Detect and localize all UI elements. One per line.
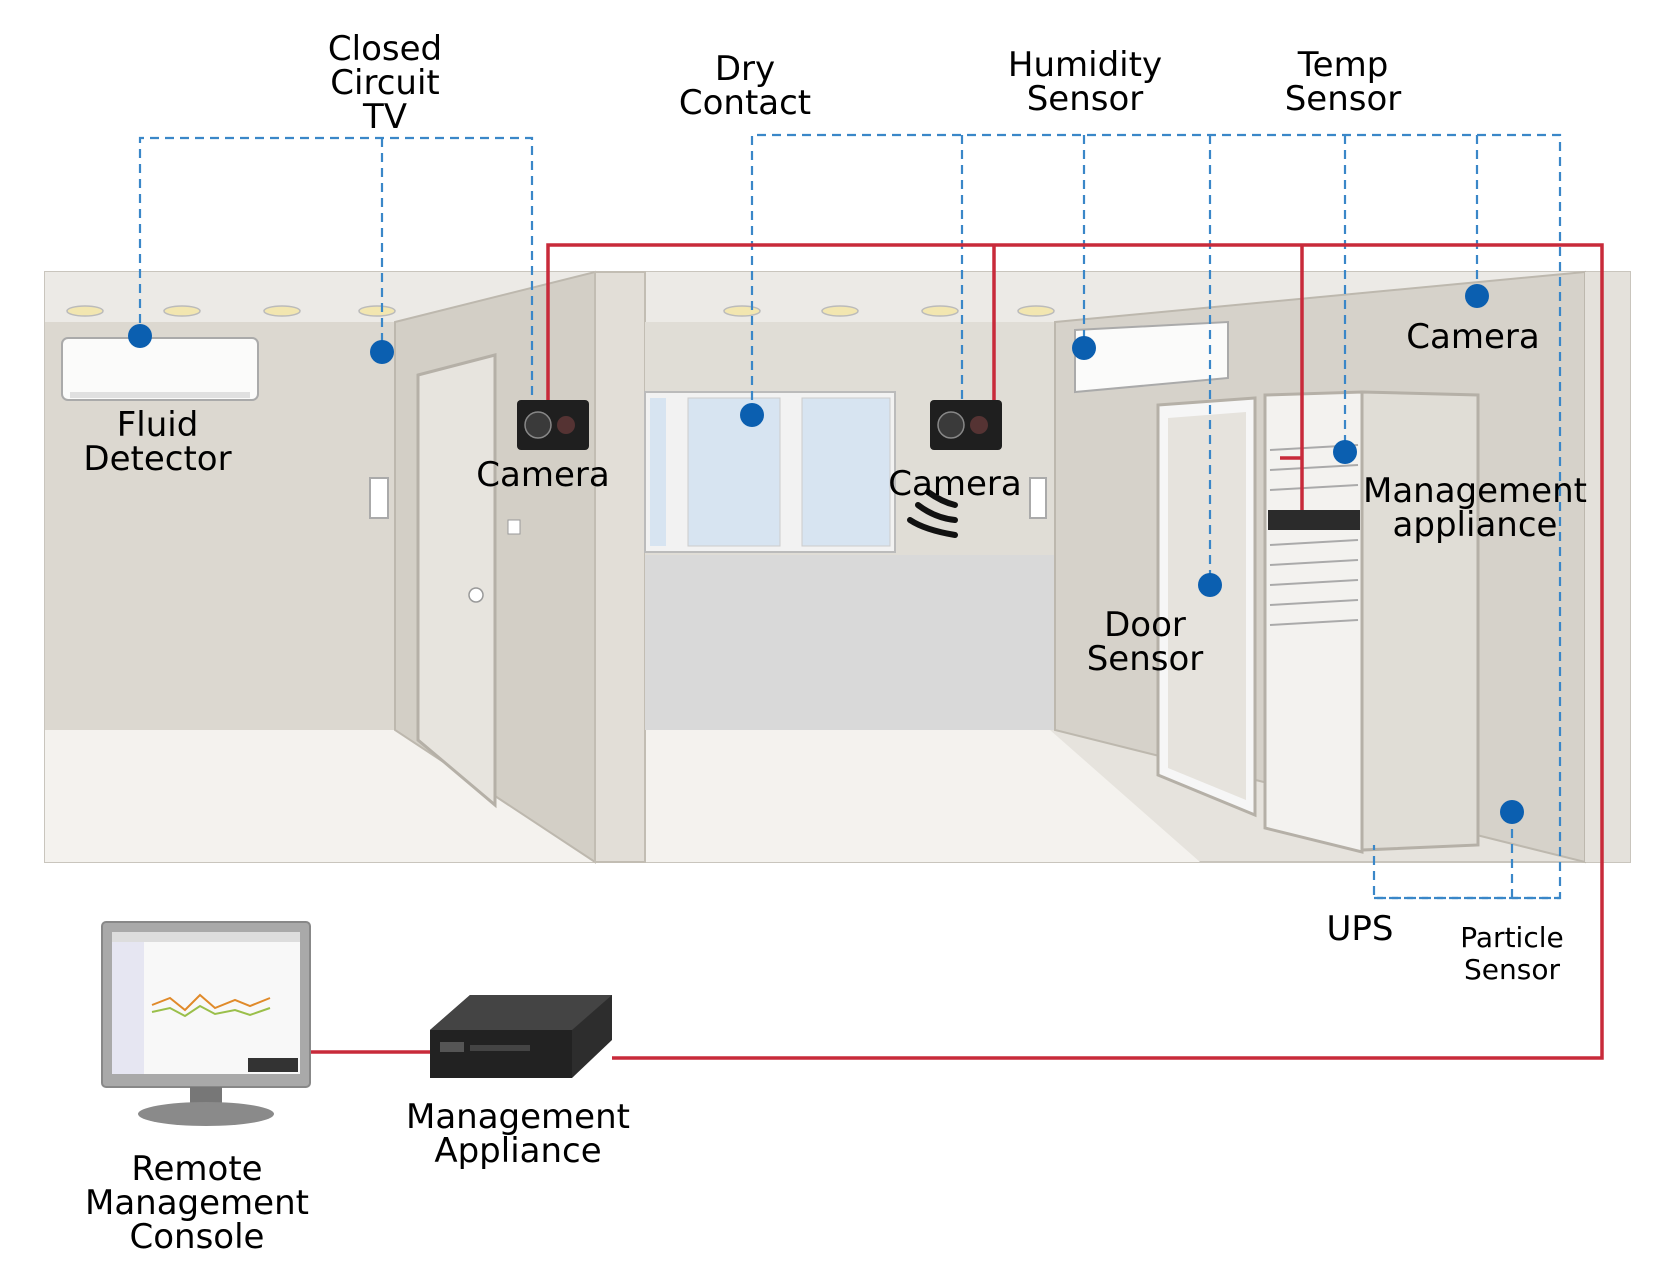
label-management-appliance: Management Appliance <box>388 1100 648 1168</box>
label-management-appliance-rack: Management appliance <box>1355 474 1595 542</box>
label-door-line1: Door <box>1104 605 1186 645</box>
label-particle-line2: Sensor <box>1464 953 1560 987</box>
label-camera-middle-text: Camera <box>888 464 1022 504</box>
sensor-dot-temp <box>1333 440 1357 464</box>
label-ups-text: UPS <box>1326 909 1394 949</box>
label-dry-contact-line2: Contact <box>678 83 812 123</box>
sensor-dashed-lines <box>138 133 1562 900</box>
label-console-line2: Management <box>85 1183 309 1223</box>
label-mgmt-rack-line1: Management <box>1363 471 1587 511</box>
ac-unit-left <box>61 337 259 401</box>
sensor-dot-fluid-detector <box>128 324 152 348</box>
label-cctv-line3: TV <box>362 97 408 137</box>
network-lines <box>310 243 1604 1060</box>
label-cctv: Closed Circuit TV <box>300 32 470 134</box>
label-dry-contact: Dry Contact <box>660 52 830 120</box>
label-console-line1: Remote <box>131 1149 263 1189</box>
label-camera-middle: Camera <box>880 467 1030 501</box>
sensor-dot-humidity <box>1072 336 1096 360</box>
management-appliance-device <box>430 995 612 1078</box>
label-cctv-line2: Circuit <box>330 63 440 103</box>
ac-unit-right <box>1074 320 1229 394</box>
windows <box>644 391 1047 553</box>
camera-device-left <box>517 400 589 450</box>
label-cctv-line1: Closed <box>327 29 443 69</box>
label-fluid-line1: Fluid <box>116 405 199 445</box>
label-temp-sensor: Temp Sensor <box>1258 48 1428 116</box>
camera-device-middle <box>930 400 1002 450</box>
wireless-signal-icon <box>907 489 958 538</box>
sensor-dot-cctv <box>370 340 394 364</box>
sensor-dot-door <box>1198 573 1222 597</box>
label-door-sensor: Door Sensor <box>1060 608 1230 676</box>
label-humidity-line1: Humidity <box>1007 45 1163 85</box>
label-dry-contact-line1: Dry <box>714 49 776 89</box>
label-remote-console: Remote Management Console <box>62 1152 332 1254</box>
label-camera-left-text: Camera <box>476 455 610 495</box>
sensor-dot-camera-right <box>1465 284 1489 308</box>
label-temp-line1: Temp <box>1297 45 1389 85</box>
sensor-dots <box>128 284 1524 824</box>
label-console-line3: Console <box>129 1217 265 1257</box>
label-temp-line2: Sensor <box>1284 79 1402 119</box>
label-humidity-sensor: Humidity Sensor <box>990 48 1180 116</box>
label-mgmt-rack-line2: appliance <box>1392 505 1558 545</box>
label-mgmt-line1: Management <box>406 1097 630 1137</box>
label-ups: UPS <box>1310 912 1410 946</box>
label-fluid-line2: Detector <box>83 439 232 479</box>
label-camera-right-text: Camera <box>1406 317 1540 357</box>
label-particle-sensor: Particle Sensor <box>1442 921 1582 987</box>
label-camera-left: Camera <box>468 458 618 492</box>
label-camera-right: Camera <box>1398 320 1548 354</box>
label-humidity-line2: Sensor <box>1026 79 1144 119</box>
label-particle-line1: Particle <box>1460 921 1564 954</box>
rack-area <box>1156 390 1480 854</box>
label-mgmt-line2: Appliance <box>434 1131 602 1171</box>
door-left <box>369 353 521 809</box>
monitor-device <box>101 921 311 1126</box>
label-fluid-detector: Fluid Detector <box>70 408 245 476</box>
label-door-line2: Sensor <box>1086 639 1204 679</box>
sensor-dot-particle <box>1500 800 1524 824</box>
sensor-dot-dry-contact <box>740 403 764 427</box>
